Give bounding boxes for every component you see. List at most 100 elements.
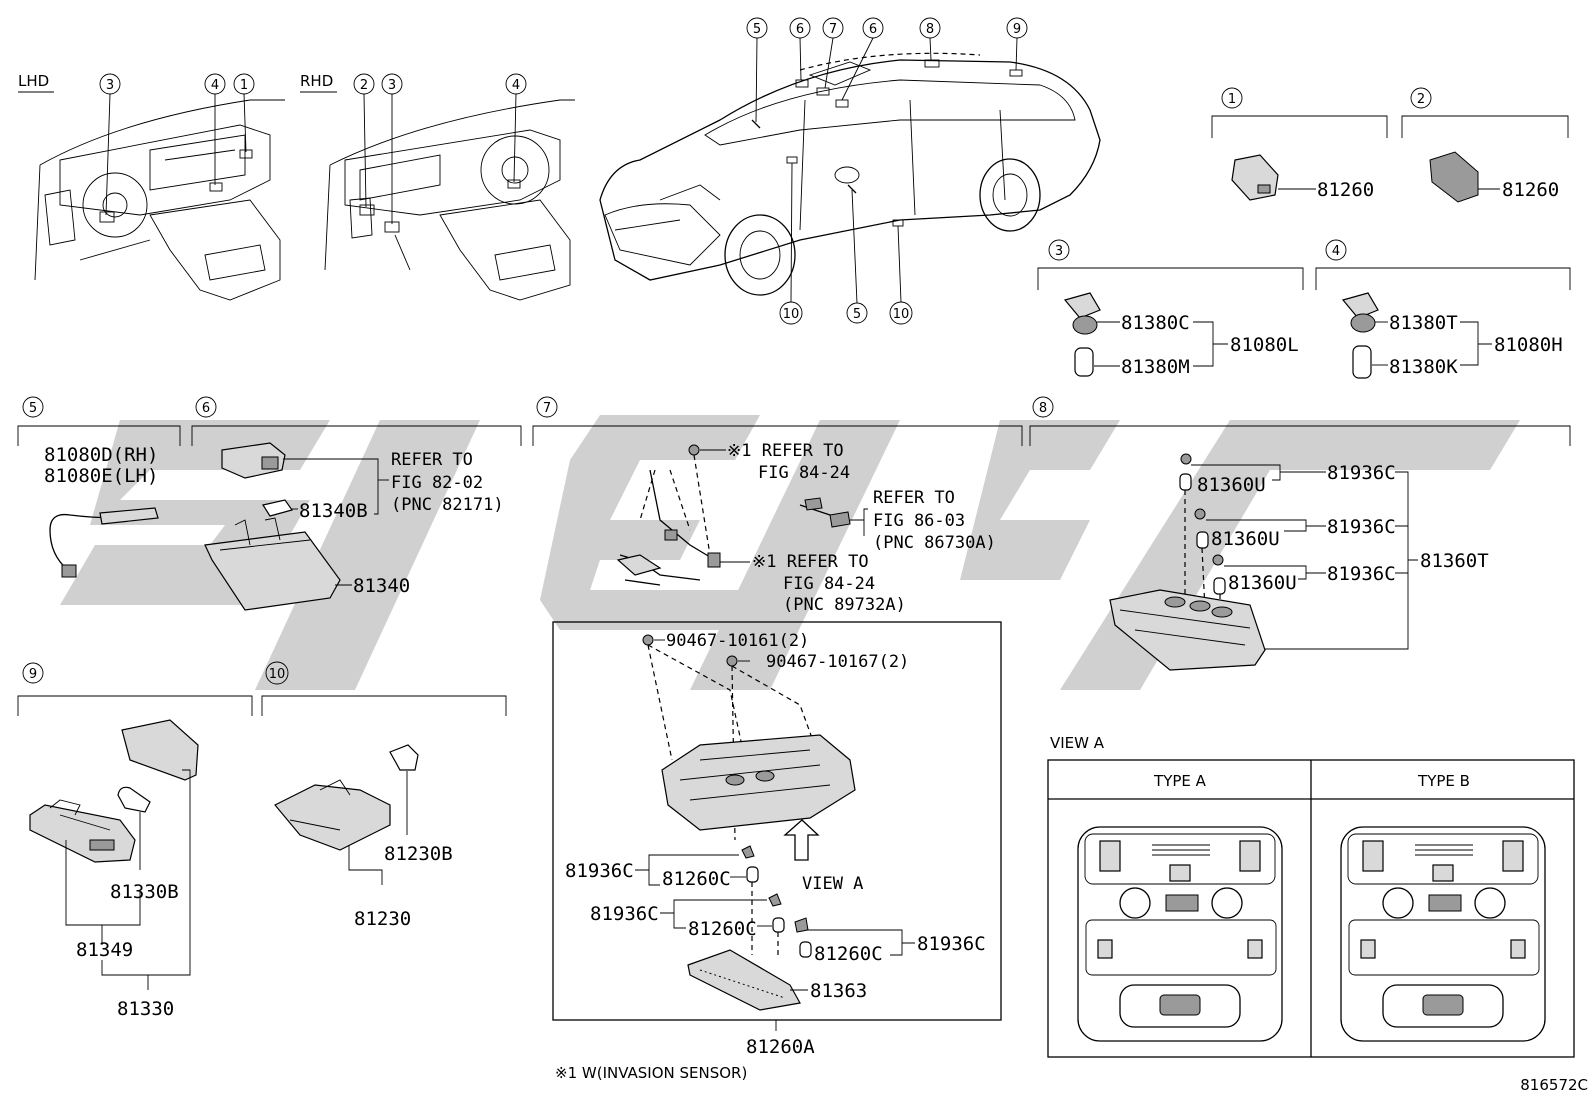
lhd-dashboard-illustration: LHD: [18, 72, 285, 301]
s5-lh: 81080E(LH): [44, 465, 158, 487]
box-bulb3: 81260C: [814, 943, 883, 965]
callout-9-top: 9: [1006, 17, 1028, 71]
s6-ref3: (PNC 82171): [391, 495, 504, 515]
svg-text:3: 3: [388, 78, 396, 93]
section-6: 6 REFER TO FIG 82-02 (PNC 82171) 81340B …: [191, 396, 522, 611]
box-screw2: 90467-10167(2): [766, 652, 909, 672]
svg-text:10: 10: [783, 307, 800, 322]
box-screw1: 90467-10161(2): [666, 631, 809, 651]
overview-callouts: 3 4 1 2 3 4 5 6 7 6 8 9 10 5 10: [99, 17, 1028, 325]
callout-10-bottom-b: 10: [889, 225, 913, 325]
view-a-label: VIEW A: [1050, 734, 1105, 752]
type-b-label: TYPE B: [1417, 772, 1470, 790]
section-10: 10 81230B 81230: [261, 661, 507, 930]
svg-text:2: 2: [360, 78, 368, 93]
rhd-dashboard-illustration: RHD: [300, 72, 575, 301]
box-sock1: 81936C: [565, 860, 634, 882]
s9-sub: 81349: [76, 939, 133, 961]
callout-5-bottom: 5: [846, 189, 868, 324]
svg-text:8: 8: [1039, 401, 1047, 416]
svg-text:5: 5: [29, 401, 37, 416]
svg-text:5: 5: [853, 307, 861, 322]
svg-text:6: 6: [869, 22, 877, 37]
svg-text:4: 4: [512, 78, 520, 93]
svg-text:4: 4: [1332, 244, 1340, 259]
callout-8-top: 8: [919, 17, 941, 61]
svg-text:7: 7: [543, 401, 551, 416]
box-bulb1: 81260C: [662, 868, 731, 890]
callout-10-bottom-a: 10: [779, 162, 803, 325]
box-assy: 81260A: [746, 1036, 815, 1058]
svg-text:1: 1: [240, 78, 248, 93]
callout-1-lhd: 1: [233, 73, 255, 153]
callout-6-top-b: 6: [841, 17, 884, 101]
s4-bottom: 81380K: [1389, 356, 1458, 378]
s7-ref-c1: ※1 REFER TO: [752, 552, 869, 572]
box-sock2: 81936C: [590, 903, 659, 925]
section-4: 4 81380T 81380K 81080H: [1315, 239, 1571, 379]
svg-text:3: 3: [106, 78, 114, 93]
s8-sock3: 81936C: [1327, 563, 1396, 585]
s3-top: 81380C: [1121, 312, 1190, 334]
section-1: 1 81260: [1211, 87, 1388, 201]
callout-5-top: 5: [746, 17, 768, 123]
svg-text:6: 6: [202, 401, 210, 416]
s10-bulb: 81230B: [384, 843, 453, 865]
callout-4-lhd: 4: [204, 73, 226, 185]
s6-ref2: FIG 82-02: [391, 473, 483, 493]
s9-assy: 81330: [117, 998, 174, 1020]
s7-ref-b2: FIG 86-03: [873, 511, 965, 531]
svg-text:8: 8: [926, 22, 934, 37]
box-bulb2: 81260C: [688, 918, 757, 940]
s7-ref-c2: FIG 84-24: [783, 574, 875, 594]
type-a-console: [1077, 826, 1283, 1042]
callout-3-rhd: 3: [381, 73, 403, 224]
svg-text:10: 10: [893, 307, 910, 322]
s2-part: 81260: [1502, 179, 1559, 201]
svg-text:5: 5: [753, 22, 761, 37]
svg-text:3: 3: [1055, 244, 1063, 259]
s6-ref1: REFER TO: [391, 450, 473, 470]
svg-text:4: 4: [211, 78, 219, 93]
section-5: 5 81080D(RH) 81080E(LH): [17, 396, 181, 578]
s3-bottom: 81380M: [1121, 356, 1190, 378]
callout-6-top-a: 6: [789, 17, 811, 81]
section-8: 8 81360U 81360U 81360U 81936C 81936C 819…: [1029, 396, 1571, 671]
s8-sock2: 81936C: [1327, 516, 1396, 538]
svg-text:1: 1: [1228, 92, 1236, 107]
s8-assy: 81360T: [1420, 550, 1489, 572]
section-7: 7 ※1 REFER TO FIG 84-24 ※1 REFER TO FIG …: [532, 396, 1023, 615]
s7-ref-a1: ※1 REFER TO: [727, 441, 844, 461]
svg-text:7: 7: [829, 22, 837, 37]
s1-part: 81260: [1317, 179, 1374, 201]
svg-text:6: 6: [796, 22, 804, 37]
figure-number: 816572C: [1520, 1076, 1588, 1094]
s6-lamp: 81340: [353, 575, 410, 597]
rhd-label: RHD: [300, 72, 333, 90]
callout-7-top: 7: [822, 17, 844, 89]
s8-bulb2: 81360U: [1211, 528, 1280, 550]
s7-ref-b1: REFER TO: [873, 488, 955, 508]
s4-assy: 81080H: [1494, 334, 1563, 356]
svg-text:2: 2: [1417, 92, 1425, 107]
box-lens: 81363: [810, 980, 867, 1002]
s6-bulb: 81340B: [299, 500, 368, 522]
s3-assy: 81080L: [1230, 334, 1299, 356]
s5-rh: 81080D(RH): [44, 444, 158, 466]
section-9: 9 81330B 81349 81330: [17, 662, 253, 1020]
svg-text:9: 9: [29, 667, 37, 682]
dome-light-assembly: 90467-10161(2) 90467-10167(2) VIEW A 819…: [552, 621, 1002, 1058]
s8-bulb1: 81360U: [1197, 474, 1266, 496]
callout-4-rhd: 4: [505, 73, 527, 183]
view-a-panel: VIEW A TYPE A TYPE B: [1047, 734, 1575, 1058]
s8-bulb3: 81360U: [1228, 572, 1297, 594]
callout-3-lhd: 3: [99, 73, 121, 216]
footnote: ※1 W(INVASION SENSOR): [555, 1064, 747, 1082]
s4-top: 81380T: [1389, 312, 1458, 334]
s8-sock1: 81936C: [1327, 462, 1396, 484]
box-sock3: 81936C: [917, 933, 986, 955]
s7-ref-b3: (PNC 86730A): [873, 533, 996, 553]
section-2: 2 81260: [1401, 87, 1569, 203]
